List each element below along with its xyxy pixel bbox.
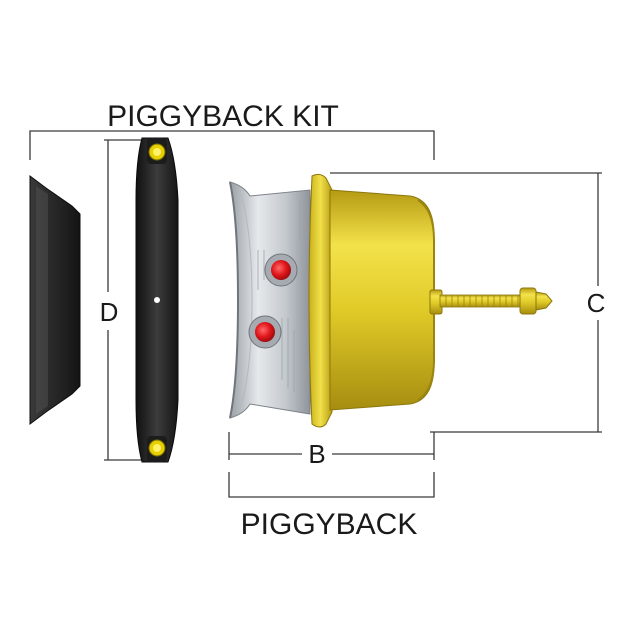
mounting-plate xyxy=(135,137,179,463)
dimension-b-label: B xyxy=(308,439,325,469)
dimension-d-label: D xyxy=(100,297,119,327)
kit-dimension-bracket xyxy=(29,130,435,160)
dimension-c-line xyxy=(330,172,602,433)
lower-port-icon xyxy=(248,315,282,349)
kit-title-label: PIGGYBACK KIT xyxy=(107,100,339,133)
gasket-cover xyxy=(29,175,81,425)
rod-nut-icon xyxy=(519,287,553,315)
gold-canister xyxy=(308,173,435,428)
dimension-c-label: C xyxy=(587,288,606,318)
piggyback-label: PIGGYBACK xyxy=(241,508,418,541)
push-rod xyxy=(429,289,527,315)
piggyback-dimension-bracket xyxy=(228,472,435,498)
bottom-fastener-icon xyxy=(148,439,166,457)
top-fastener-icon xyxy=(148,143,166,161)
silver-housing xyxy=(229,181,311,419)
dimension-b-line xyxy=(228,432,435,460)
upper-port-icon xyxy=(264,253,298,287)
